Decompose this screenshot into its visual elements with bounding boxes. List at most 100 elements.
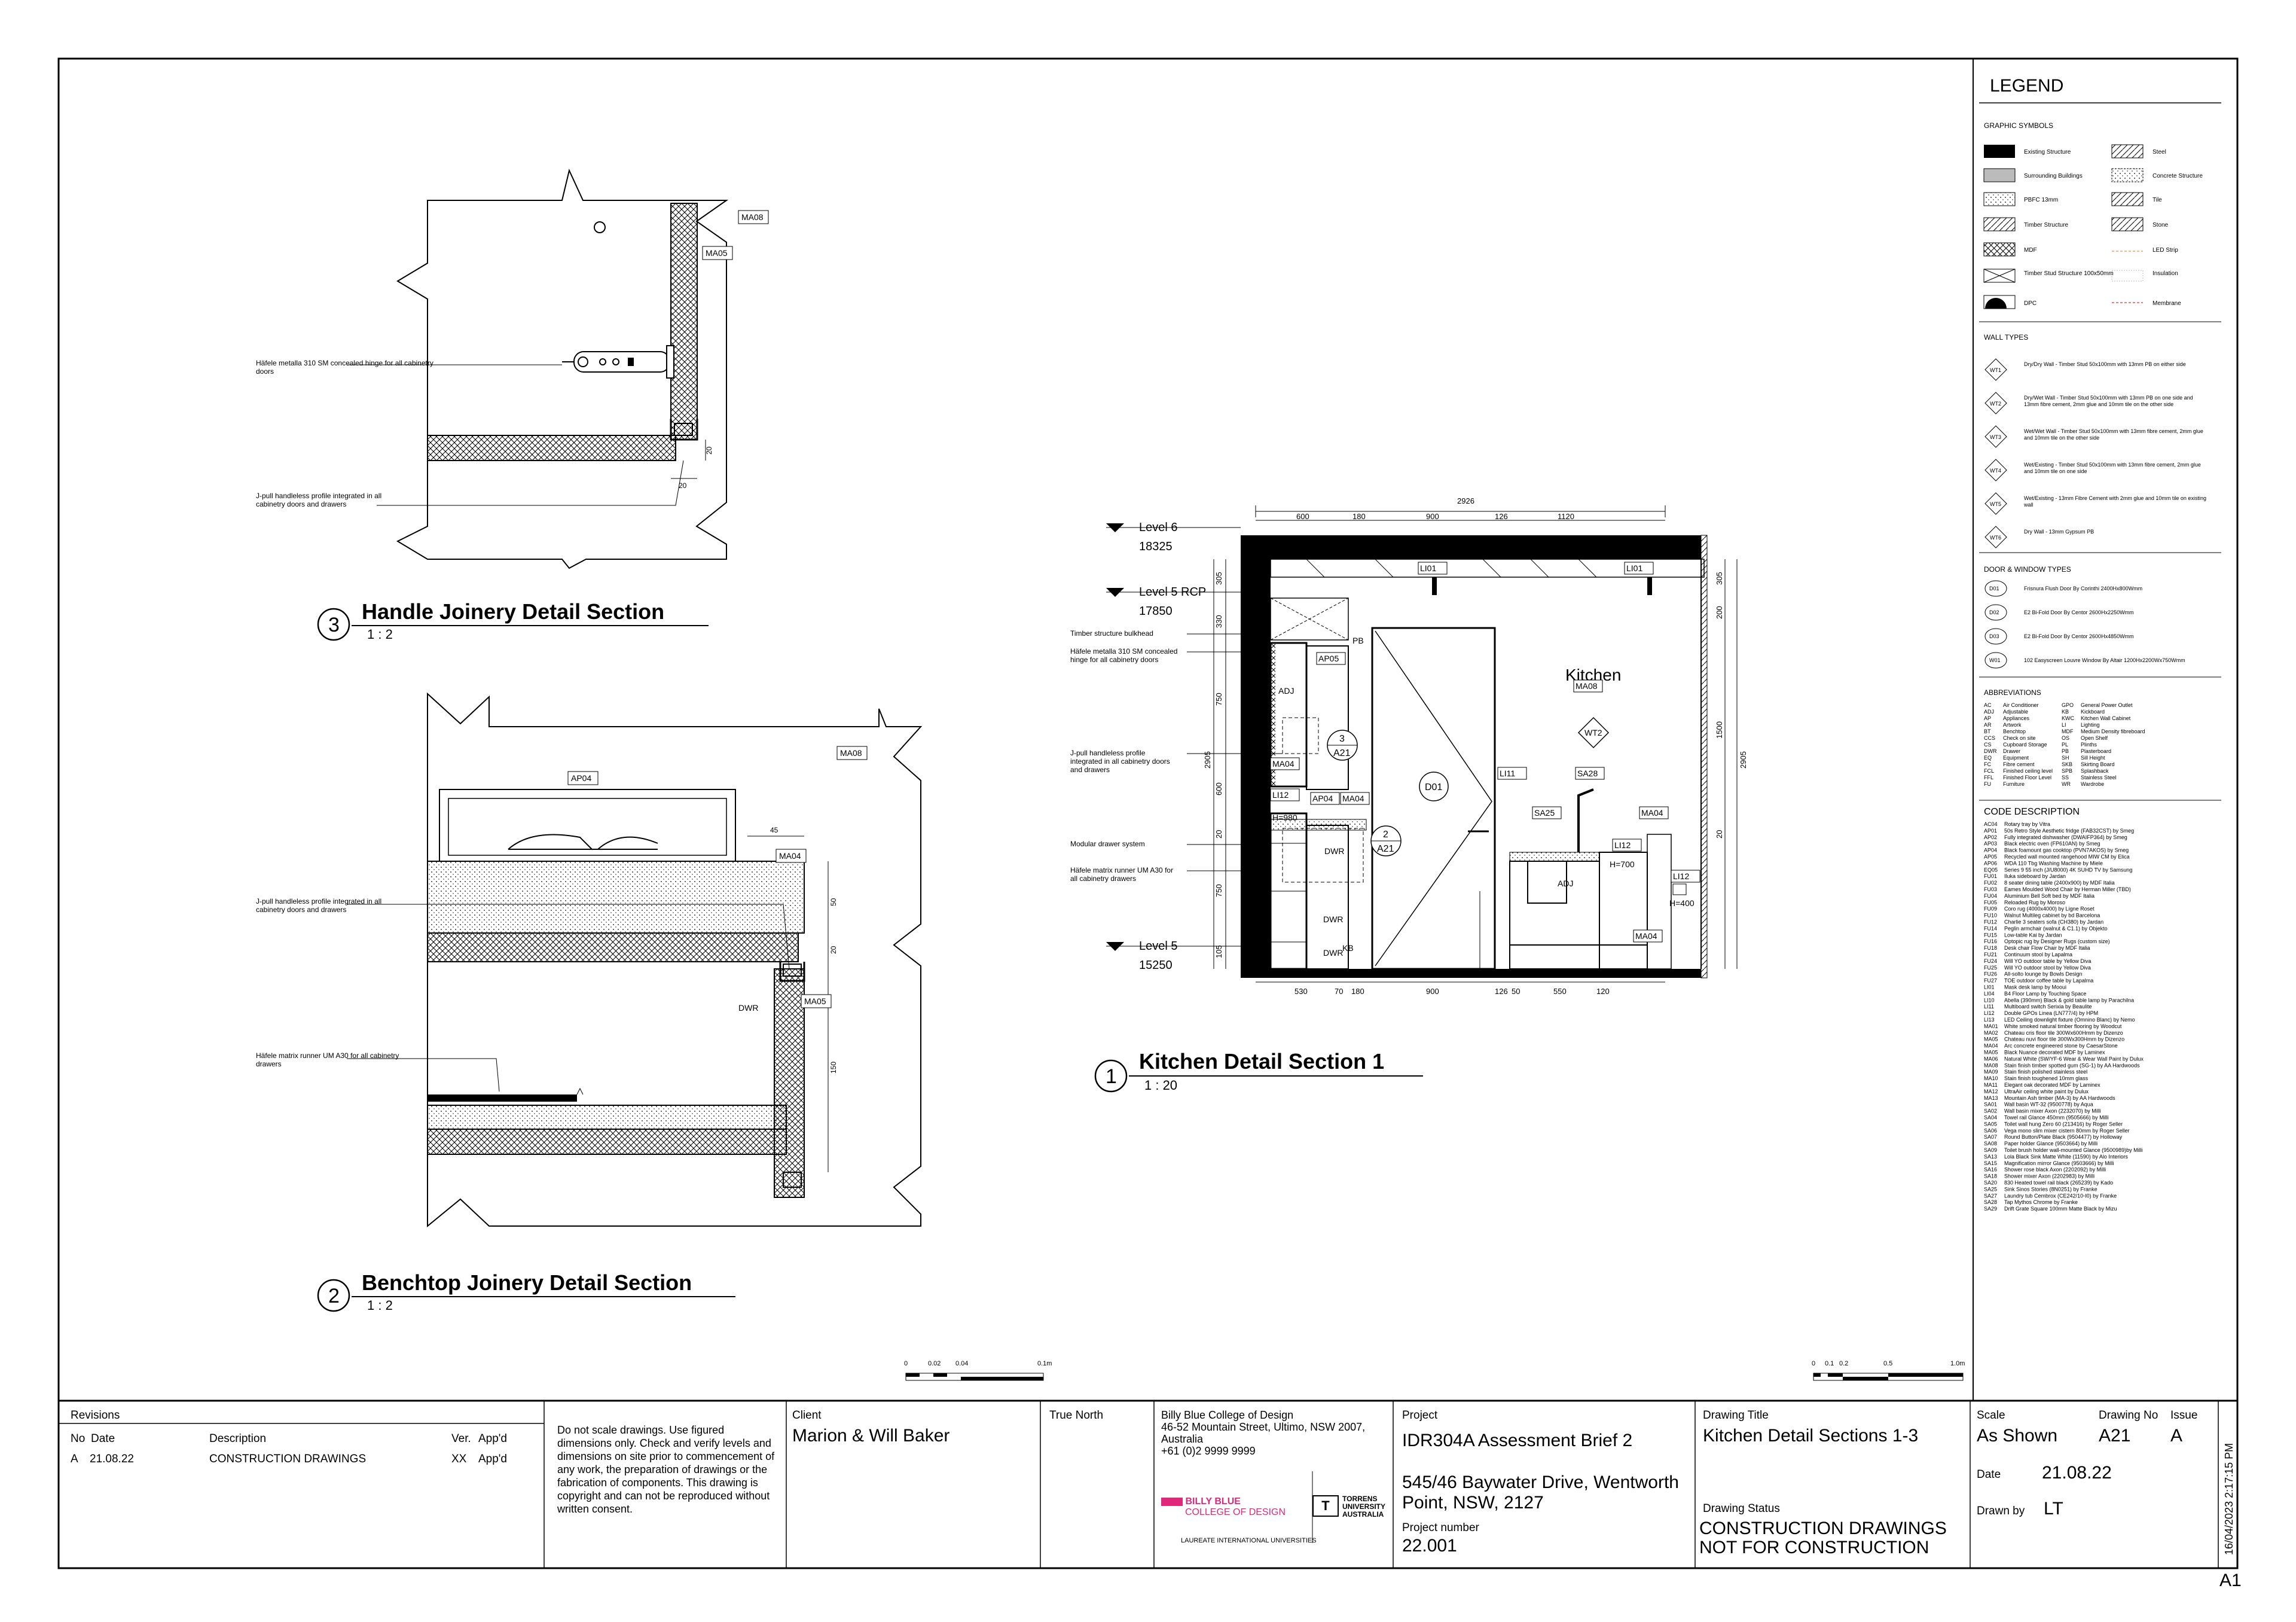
tag-ma08: MA08 — [1576, 681, 1598, 691]
symbol-label-right: Steel — [2152, 149, 2166, 156]
abbr-code: SKB — [2062, 761, 2072, 767]
tag-sa28: SA28 — [1577, 769, 1598, 778]
issue-value: A — [2170, 1426, 2183, 1446]
code-id: SA05 — [1984, 1121, 1997, 1127]
code-id: SA15 — [1984, 1160, 1997, 1166]
dim-bot-180: 180 — [1351, 987, 1364, 996]
dim-bot-120: 120 — [1596, 987, 1610, 996]
tag-ma08: MA08 — [840, 748, 862, 758]
wall-type-desc: Dry/Wet Wall - Timber Stud 50x100mm with… — [2024, 395, 2193, 407]
door-type-code: D01 — [1989, 586, 1999, 592]
code-id: FU09 — [1984, 906, 1997, 912]
tag-h980: H=980 — [1272, 813, 1297, 822]
code-description: Tap Mythos Chrome by Franke — [2004, 1199, 2078, 1205]
abbr-code: AP — [1984, 715, 1991, 721]
code-id: MA06 — [1984, 1056, 1998, 1062]
wall-type-desc: Wet/Existing - 13mm Fibre Cement with 2m… — [2024, 495, 2206, 508]
code-id: SA07 — [1984, 1134, 1997, 1140]
code-description: Multiboard switch Serixia by Beaulite — [2004, 1004, 2092, 1010]
code-id: FU25 — [1984, 965, 1997, 971]
code-id: FU15 — [1984, 932, 1997, 938]
detail-3-scale: 1 : 2 — [367, 627, 393, 642]
scale-bar-left: 0 0.02 0.04 0.1m — [904, 1360, 1052, 1381]
dim-bot-900: 900 — [1426, 987, 1439, 996]
scale-bar-right: 0 0.1 0.2 0.5 1.0m — [1812, 1360, 1965, 1381]
disclaimer-text: Do not scale drawings. Use figured dimen… — [557, 1424, 775, 1515]
abbr-code: LI — [2062, 722, 2066, 728]
wall-type-desc: Wet/Existing - Timber Stud 50x100mm with… — [2024, 462, 2201, 474]
code-description: Lola Black Sink Matte White (11590) by A… — [2004, 1154, 2128, 1160]
abbr-desc: Lighting — [2081, 722, 2100, 728]
tag-li12r2: LI12 — [1673, 871, 1689, 881]
scale-label: Scale — [1977, 1409, 2005, 1422]
code-id: MA05 — [1984, 1036, 1998, 1042]
abbr-desc: Finished ceiling level — [2003, 768, 2053, 774]
drawing-no-label: Drawing No — [2099, 1409, 2158, 1422]
dim-bot-530: 530 — [1294, 987, 1308, 996]
tag-box — [1497, 767, 1527, 780]
abbreviations-heading: ABBREVIATIONS — [1984, 688, 2041, 697]
abbr-desc: Drawer — [2003, 748, 2020, 754]
tag-li01a: LI01 — [1420, 563, 1436, 573]
code-description: Will YO outdoor stool by Yellow Diva — [2004, 965, 2091, 971]
code-id: AP01 — [1984, 828, 1997, 834]
detail-3-number: 3 — [328, 614, 340, 636]
abbr-code: FFL — [1984, 775, 1993, 780]
code-id: MA10 — [1984, 1075, 1998, 1081]
abbr-code: CS — [1984, 742, 1992, 748]
detail-3-title: Handle Joinery Detail Section — [362, 599, 664, 624]
tag-box — [1270, 757, 1300, 770]
svg-text:0.02: 0.02 — [928, 1360, 941, 1367]
abbr-desc: Furniture — [2003, 781, 2025, 787]
break-line-outline — [427, 692, 923, 1228]
kitchen-note: Häfele metalla 310 SM concealed hinge fo… — [1070, 647, 1178, 664]
code-id: FU26 — [1984, 971, 1997, 977]
tag-li11: LI11 — [1500, 769, 1515, 778]
code-id: AC04 — [1984, 821, 1998, 827]
code-description: Black foamount gas cooktop (PVN7AKOS) by… — [2004, 847, 2129, 853]
tag-box — [1340, 792, 1370, 805]
project-address: 545/46 Baywater Drive, Wentworth Point, … — [1402, 1472, 1679, 1513]
code-description: Elegant oak decorated MDF by Laminex — [2004, 1082, 2100, 1088]
code-id: SA01 — [1984, 1102, 1997, 1108]
issue-label: Issue — [2170, 1409, 2198, 1422]
code-id: MA08 — [1984, 1062, 1998, 1068]
scale-value: As Shown — [1977, 1426, 2058, 1446]
project-name: IDR304A Assessment Brief 2 — [1402, 1431, 1633, 1450]
wall-type-desc: Dry Wall - 13mm Gypsum PB — [2024, 529, 2095, 535]
code-id: FU01 — [1984, 873, 1997, 879]
level-6-name: Level 6 — [1139, 521, 1178, 534]
door-type-symbol — [1984, 652, 2007, 669]
kitchen-note: Timber structure bulkhead — [1070, 629, 1153, 638]
rev-header-description: Description — [209, 1432, 267, 1445]
tag-box — [1310, 792, 1340, 805]
abbr-desc: Wardrobe — [2081, 781, 2104, 787]
abbr-desc: Check on site — [2003, 735, 2036, 741]
pencil-logo-icon — [1161, 1497, 1183, 1506]
code-id: FU10 — [1984, 913, 1997, 919]
door-type-code: W01 — [1989, 657, 2001, 663]
level-5-name: Level 5 — [1139, 940, 1178, 953]
code-id: MA11 — [1984, 1082, 1998, 1088]
logo-torrens: TORRENS UNIVERSITY AUSTRALIA — [1342, 1495, 1385, 1519]
tag-ma04l: MA04 — [1272, 759, 1294, 769]
door-type-symbol — [1984, 628, 2007, 645]
abbr-code: OS — [2062, 735, 2069, 741]
note-jpull: J-pull handleless profile integrated in … — [256, 897, 382, 914]
code-description: Walnut Multileg cabinet by bd Barcelona — [2004, 913, 2100, 919]
dim-bot-50: 50 — [1512, 987, 1520, 996]
code-description: Paper holder Glance (9503664) by Milli — [2004, 1141, 2097, 1147]
wall-types-heading: WALL TYPES — [1984, 333, 2028, 342]
abbr-code: PL — [2062, 742, 2068, 748]
abbr-code: FC — [1984, 761, 1991, 767]
code-id: FU16 — [1984, 938, 1997, 944]
callout-2-sheet: A21 — [1377, 844, 1394, 854]
code-description: Peglin armchair (walnut & C1.1) by Objek… — [2004, 925, 2108, 931]
detail-2-scale: 1 : 2 — [367, 1298, 393, 1313]
symbol-label-left: PBFC 13mm — [2024, 197, 2058, 203]
dim-150: 150 — [829, 1062, 838, 1074]
concealed-hinge-symbol — [562, 345, 674, 379]
code-description: Desk chair Flow Chair by MDF Italia — [2004, 945, 2090, 951]
